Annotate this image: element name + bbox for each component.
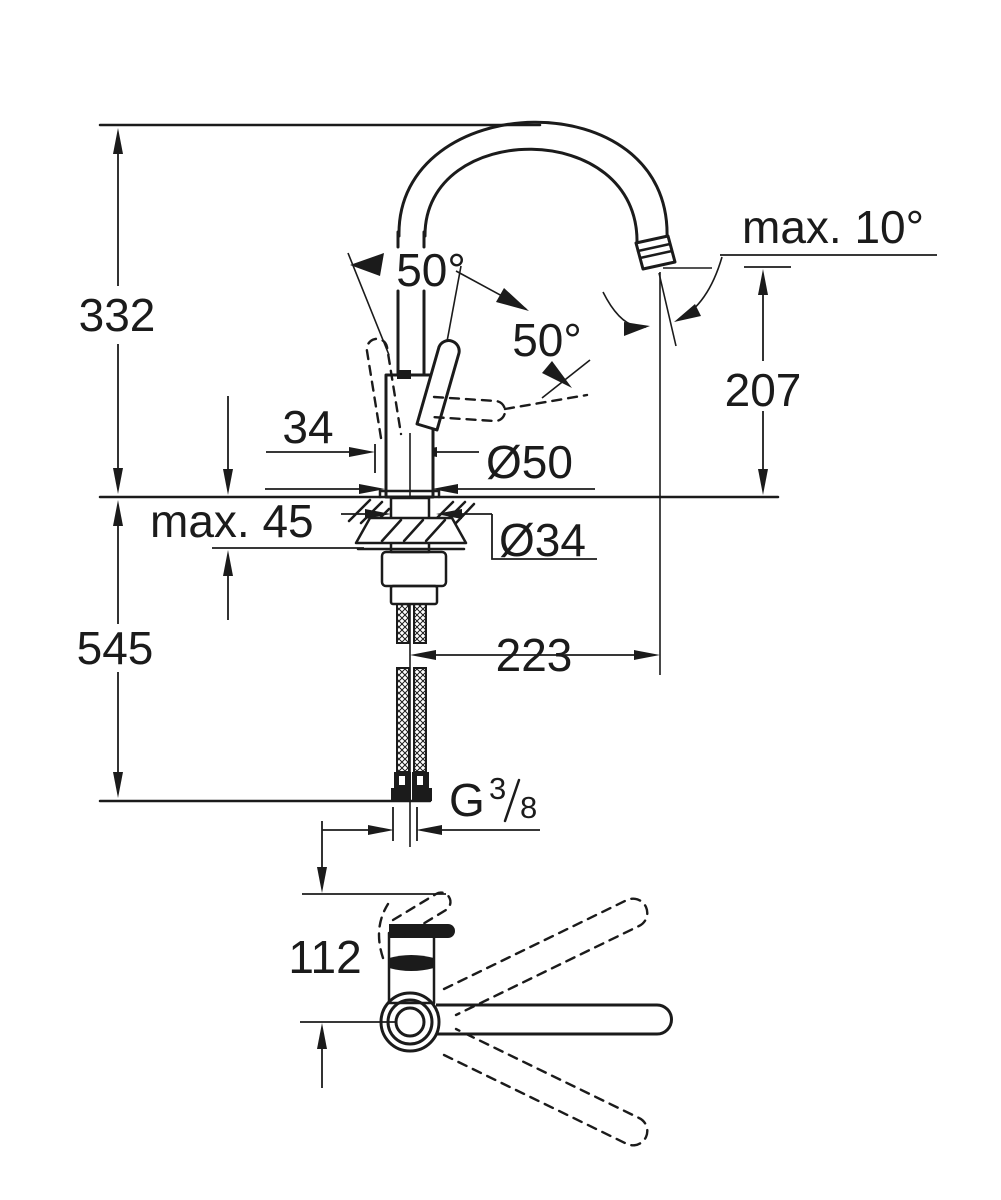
plan-lever-edge — [389, 924, 455, 938]
dimension-545: 545 — [77, 500, 154, 798]
thread-label: G 3 8 — [449, 771, 537, 826]
label-max-tilt: max. 10° — [742, 201, 924, 253]
dimension-thread — [322, 807, 540, 841]
plan-hub-shoulder — [389, 955, 434, 971]
plan-lever-dashed — [391, 891, 452, 938]
cone-washer — [354, 516, 468, 545]
handle-angle-indicators: 50° 50° — [347, 244, 591, 429]
label-lever-offset: 112 — [288, 931, 361, 983]
cartridge-cap — [397, 370, 411, 379]
dimension-max10: max. 10° — [720, 201, 937, 256]
plan-pivot-outer — [379, 991, 441, 1053]
label-height-above-deck: 332 — [79, 289, 156, 341]
label-base-diameter: Ø50 — [486, 436, 573, 488]
faucet-plan-view — [377, 891, 673, 1147]
lever-position-side — [430, 395, 507, 423]
plan-spout-swivel-down — [442, 1027, 649, 1147]
plan-spout-arm — [436, 1003, 673, 1036]
label-thread-numerator: 3 — [489, 771, 506, 806]
label-spout-reach: 223 — [496, 629, 573, 681]
spout-inner-arc — [423, 147, 639, 246]
flex-hoses — [391, 603, 432, 801]
label-deck-thickness: max. 45 — [150, 495, 314, 547]
dimension-332: 332 — [79, 128, 156, 494]
faucet-side-view — [347, 120, 677, 847]
dimension-223: 223 — [410, 629, 660, 681]
dimension-max45: max. 45 — [150, 396, 364, 620]
plan-lever-dashed-left — [377, 902, 390, 960]
dimension-207: 207 — [725, 266, 802, 495]
label-thread-letter: G — [449, 774, 485, 826]
label-handle-angle-side: 50° — [512, 314, 582, 366]
plan-pivot-mid — [386, 998, 434, 1046]
spout-outer-arc — [397, 120, 669, 240]
lever-handle — [415, 339, 461, 432]
dimension-112: 112 — [288, 821, 446, 1088]
spout-tilt-indicator — [602, 256, 723, 675]
nut-collar — [389, 584, 439, 606]
dimension-d50: Ø50 — [265, 436, 595, 494]
label-handle-angle-front: 50° — [396, 244, 466, 296]
label-thread-denominator: 8 — [520, 790, 537, 825]
label-height-below: 545 — [77, 622, 154, 674]
label-handle-offset: 34 — [282, 401, 333, 453]
plan-spout-swivel-up — [442, 897, 649, 1017]
label-outlet-height: 207 — [725, 364, 802, 416]
dimension-34: 34 — [266, 401, 479, 473]
reference-lines — [98, 123, 780, 803]
lever-position-up — [365, 337, 403, 440]
mounting-nut — [380, 550, 448, 588]
label-shank-diameter: Ø34 — [499, 514, 586, 566]
plan-pivot-inner — [394, 1006, 426, 1038]
